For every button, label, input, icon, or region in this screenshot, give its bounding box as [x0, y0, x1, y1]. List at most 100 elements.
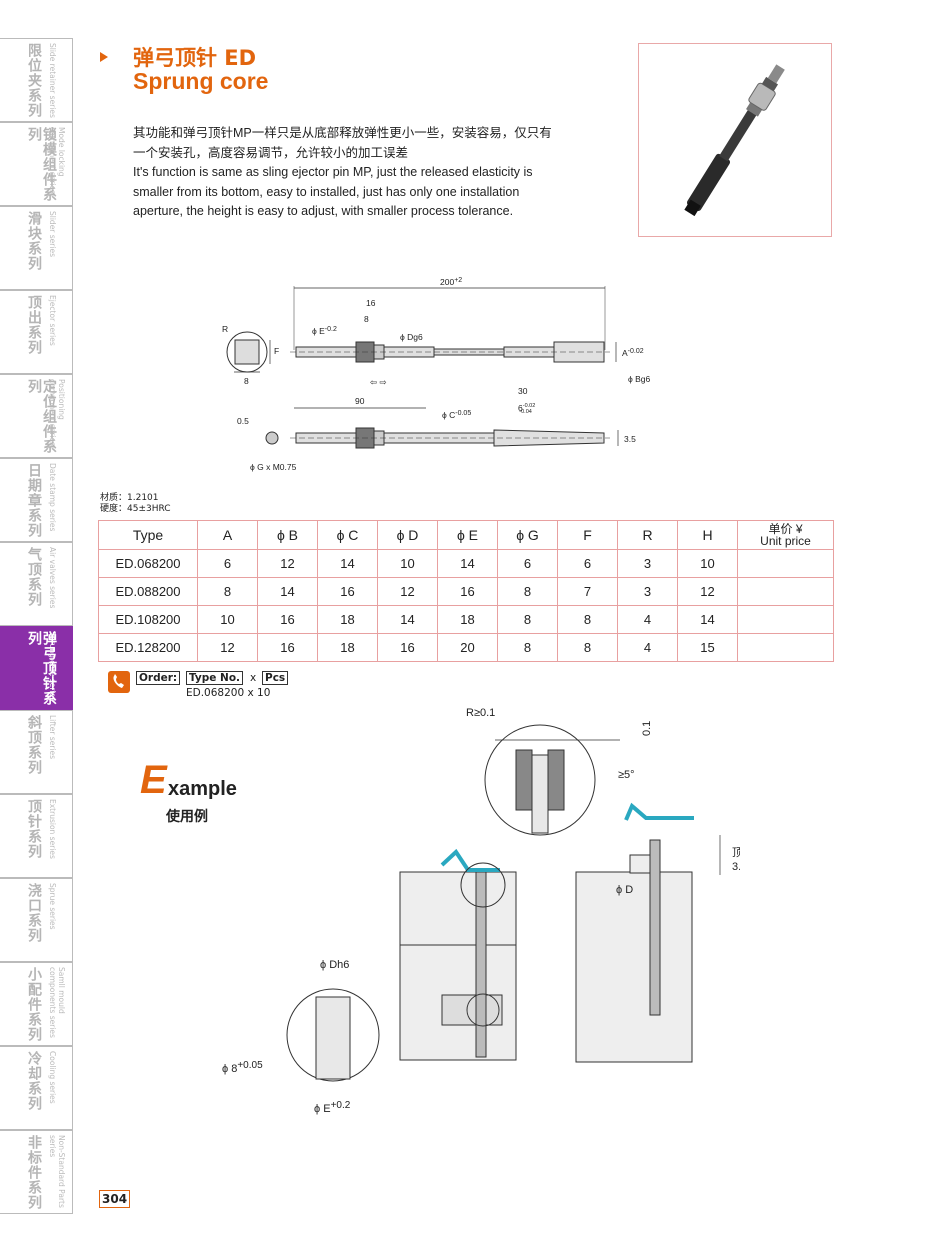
- value-cell: 7: [557, 577, 618, 606]
- sidebar-item[interactable]: 顶针系列 Extrusion series: [0, 794, 73, 878]
- sidebar-item-zh: 定位组件系列: [26, 379, 57, 454]
- value-cell: 8: [497, 577, 558, 606]
- dim-90: 90: [355, 396, 365, 406]
- sidebar-item-zh: 锁模组件系列: [26, 127, 57, 202]
- sidebar-item-en: Samll mould components series: [48, 967, 66, 1038]
- title-arrow-icon: [100, 52, 108, 62]
- material-info: 材质：1.2101 硬度：45±3HRC: [100, 493, 171, 515]
- sprung-core-photo: [684, 64, 785, 217]
- sidebar-item-en: Ejector series: [48, 295, 57, 346]
- dim-A: A-0.02: [622, 348, 644, 358]
- value-cell: 3: [617, 549, 678, 578]
- col-header: A: [197, 520, 258, 550]
- phone-order-icon: [108, 671, 130, 693]
- col-header: ϕ B: [257, 520, 318, 550]
- hardness-line: 硬度：45±3HRC: [100, 504, 171, 514]
- product-photo: [638, 43, 832, 237]
- value-cell: 6: [557, 549, 618, 578]
- order-x: x: [250, 672, 257, 684]
- value-cell: 10: [377, 549, 438, 578]
- sidebar-item-en: Slider series: [48, 211, 57, 257]
- desc-zh-line2: 一个安装孔，高度容易调节，允许较小的加工误差: [133, 145, 409, 160]
- unit-price-header: 单价 ¥ Unit price: [737, 520, 834, 550]
- dim-arrows: ⇦ ⇨: [370, 377, 387, 387]
- dim-phiB: ϕ Bg6: [628, 374, 651, 384]
- value-cell: 8: [557, 633, 618, 662]
- table-header-row: Type A ϕ B ϕ C ϕ D ϕ E ϕ G F R H 单价 ¥ Un…: [98, 520, 834, 550]
- order-example: ED.068200 x 10: [186, 687, 271, 699]
- dim-width-8: 8: [244, 376, 249, 386]
- sidebar-item-en: Mode locking component series: [48, 127, 66, 195]
- value-cell: 8: [197, 577, 258, 606]
- price-cell: [737, 633, 834, 662]
- sidebar-item-en: Cooling series: [48, 1051, 57, 1104]
- dim-0.5: 0.5: [237, 416, 249, 426]
- desc-en-line1: It's function is same as sling ejector p…: [133, 165, 533, 179]
- price-cell: [737, 605, 834, 634]
- ex-phiE: ϕ E+0.2: [314, 1100, 351, 1115]
- sidebar-item-zh: 顶针系列: [26, 799, 42, 859]
- sidebar-item-zh: 气顶系列: [26, 547, 42, 607]
- price-cell: [737, 549, 834, 578]
- unit-price-en: Unit price: [760, 534, 811, 548]
- type-cell: ED.108200: [98, 605, 198, 634]
- value-cell: 14: [437, 549, 498, 578]
- value-cell: 14: [317, 549, 378, 578]
- value-cell: 8: [557, 605, 618, 634]
- sidebar-item-zh: 非标件系列: [26, 1135, 42, 1210]
- page-number: 304: [99, 1190, 131, 1208]
- ex-0.1: 0.1: [641, 721, 653, 736]
- ex-deg5: ≥5°: [618, 769, 635, 781]
- desc-en-line2: smaller from its bottom, easy to install…: [133, 184, 520, 199]
- example-heading-zh: 使用例: [166, 809, 208, 825]
- ex-phi8: ϕ 8+0.05: [222, 1060, 263, 1075]
- sidebar-item-zh: 弹弓顶针系列: [26, 631, 57, 706]
- value-cell: 14: [377, 605, 438, 634]
- example-heading: xample: [168, 778, 237, 800]
- example-heading-initial: E: [140, 758, 167, 802]
- value-cell: 20: [437, 633, 498, 662]
- sidebar-item-en: Extrusion series: [48, 799, 57, 859]
- sidebar-item-en: Slide retainer series: [48, 43, 57, 118]
- value-cell: 10: [197, 605, 258, 634]
- ex-phiDh6: ϕ Dh6: [320, 959, 349, 971]
- value-cell: 12: [377, 577, 438, 606]
- dim-phiD: ϕ Dg6: [400, 332, 423, 342]
- value-cell: 6: [497, 549, 558, 578]
- sidebar-item-en: Sprue series: [48, 883, 57, 930]
- value-cell: 16: [257, 605, 318, 634]
- desc-zh-line1: 其功能和弹弓顶针MP一样只是从底部释放弹性更小一些，安装容易，仅只有: [133, 126, 552, 140]
- dim-length: 200+2: [440, 277, 462, 287]
- material-line: 材质：1.2101: [100, 493, 159, 503]
- dim-phiE: ϕ E-0.2: [312, 326, 337, 336]
- sidebar-item-zh: 日期章系列: [26, 463, 42, 538]
- ex-R01: R≥0.1: [466, 707, 495, 719]
- order-label: Order:: [136, 671, 181, 685]
- value-cell: 8: [497, 633, 558, 662]
- dim-16: 16: [366, 298, 376, 308]
- ex-eject-val: 3.5: [732, 861, 740, 873]
- dim-8: 8: [364, 314, 369, 324]
- product-description: 其功能和弹弓顶针MP一样只是从底部释放弹性更小一些，安装容易，仅只有 一个安装孔…: [133, 124, 573, 222]
- dim-6: 6-0.02-0.04: [518, 403, 535, 415]
- value-cell: 15: [677, 633, 738, 662]
- value-cell: 14: [257, 577, 318, 606]
- order-pcs: Pcs: [262, 671, 289, 685]
- value-cell: 18: [317, 605, 378, 634]
